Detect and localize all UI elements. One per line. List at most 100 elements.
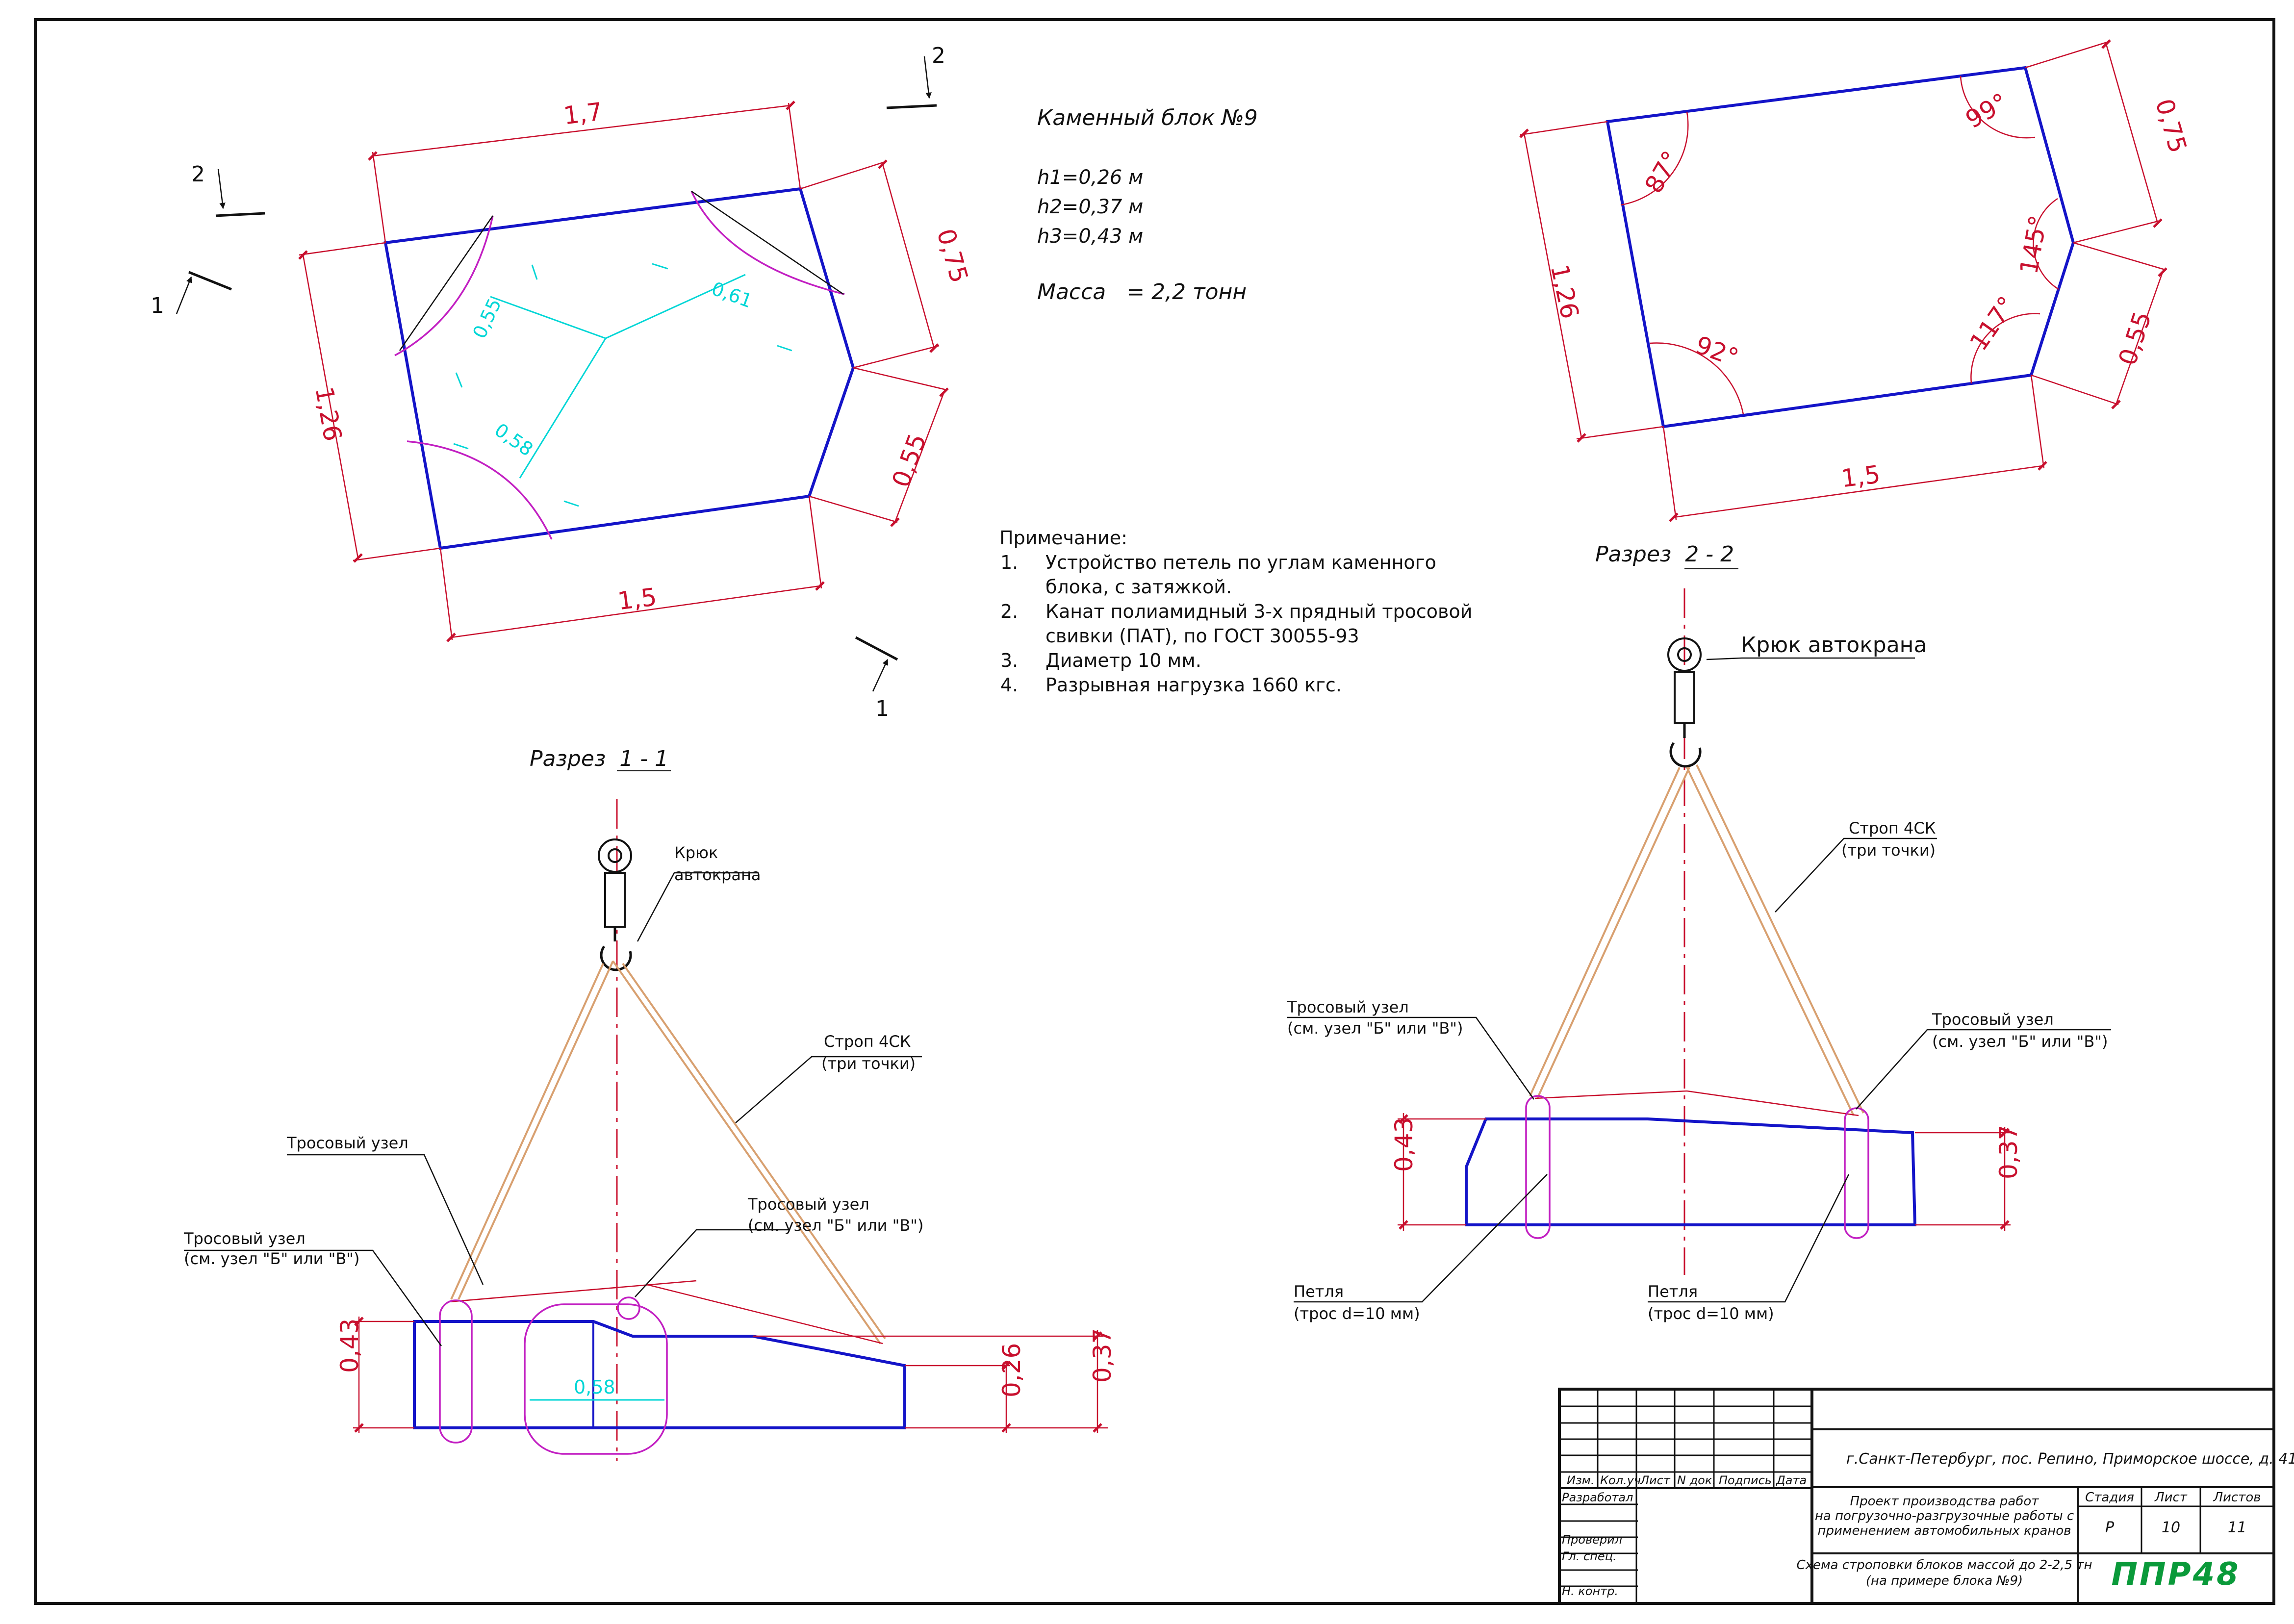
section22-sling-l2: (три точки): [1841, 841, 1936, 860]
section11-knot-left-l1: Тросовый узел: [183, 1229, 306, 1248]
section22-loop-left-l2: (трос d=10 мм): [1294, 1304, 1420, 1323]
note-1-num: 1.: [1000, 552, 1018, 573]
stamp-sheet-h: Лист: [2154, 1490, 2188, 1505]
section11-hook-ring: [598, 838, 632, 873]
plan-dim-right-lower: 0,55: [887, 430, 932, 491]
section11-sling-l1: Строп 4СК: [824, 1032, 911, 1051]
notes: Примечание: 1. Устройство петель по угла…: [999, 527, 1472, 696]
stamp-project-l3: применением автомобильных кранов: [1817, 1523, 2071, 1538]
section11-hook-l1: Крюк: [674, 843, 718, 862]
plan-block-outline: [383, 187, 855, 550]
section11-knot-top: Тросовый узел: [286, 1134, 408, 1152]
h3-label: h3=0,43 м: [1037, 225, 1143, 248]
plan-angles-view: 87° 99° 145° 92° 117° 1,26 1,5 0,75 0,55: [1519, 39, 2192, 522]
title-block-text: Изм. Кол.уч Лист N док. Подпись Дата Раз…: [1562, 1450, 2294, 1598]
plan-dim-top: 1,7: [562, 97, 604, 130]
section11-hook-body: [604, 872, 626, 928]
section11-knot-mid-l2: (см. узел "Б" или "В"): [748, 1216, 923, 1235]
stamp-role-2: Гл. спец.: [1562, 1549, 1617, 1563]
section11-knot-left-l2: (см. узел "Б" или "В"): [184, 1249, 359, 1268]
cut-label-1-left: 1: [151, 293, 164, 318]
stamp-role-0: Разработал: [1562, 1491, 1633, 1504]
plan-angles-outline: [1606, 66, 2075, 429]
note-2-num: 2.: [1000, 601, 1018, 622]
pa-dim-right-upper: 0,75: [2150, 96, 2192, 156]
notes-heading: Примечание:: [999, 527, 1127, 549]
block-title: Каменный блок №9: [1037, 105, 1258, 130]
stamp-logo: ППР48: [2111, 1556, 2240, 1593]
stamp-sheet-title-l1: Схема строповки блоков массой до 2-2,5 т…: [1796, 1558, 2092, 1573]
section22-loop-right-l1: Петля: [1648, 1282, 1698, 1301]
plan-dim-left: 1,26: [309, 384, 347, 443]
pa-dim-right-lower: 0,55: [2113, 308, 2157, 369]
block-info: Каменный блок №9 h1=0,26 м h2=0,37 м h3=…: [1037, 105, 1258, 304]
section22-loop-right-l2: (трос d=10 мм): [1648, 1304, 1774, 1323]
note-4-num: 4.: [1000, 674, 1018, 696]
section22-title: Разрез 2 - 2: [1595, 542, 1734, 567]
section22-hook: [1669, 723, 1702, 768]
section11-dim-h1: 0,26: [997, 1343, 1026, 1397]
note-4-l1: Разрывная нагрузка 1660 кгс.: [1045, 674, 1342, 696]
angle-145: 145°: [2014, 213, 2053, 277]
section22-hook-body: [1674, 671, 1695, 724]
section11-dim-h2: 0,37: [1088, 1328, 1117, 1383]
section11-sling-l2: (три точки): [821, 1054, 916, 1073]
section22-loop-left-l1: Петля: [1294, 1282, 1344, 1301]
section11-hook-l2: автокрана: [674, 865, 761, 884]
title-block: [1558, 1388, 2275, 1605]
plan-dim-right-upper: 0,75: [931, 226, 973, 286]
section22-knot-right-l1: Тросовый узел: [1932, 1010, 2054, 1029]
plan-cyan-c: 0,58: [490, 419, 537, 460]
section22-hook-label: Крюк автокрана: [1741, 633, 1927, 658]
section-2-2: Разрез 2 - 2 0,43 0,37: [1287, 542, 2111, 1323]
note-1-l2: блока, с затяжкой.: [1045, 576, 1232, 598]
pa-dim-bottom: 1,5: [1839, 460, 1882, 493]
section22-knot-left-l2: (см. узел "Б" или "В"): [1287, 1019, 1463, 1038]
stamp-sheet-title-l2: (на примере блока №9): [1866, 1573, 2023, 1588]
angle-99: 99°: [1961, 88, 2013, 134]
stamp-col-0: Изм.: [1567, 1473, 1594, 1487]
section11-knot-mid-l1: Тросовый узел: [747, 1195, 869, 1214]
stamp-project-l2: на погрузочно-разгрузочные работы с: [1815, 1509, 2074, 1523]
cut-label-2-left: 2: [191, 162, 205, 187]
stamp-col-2: Лист: [1640, 1473, 1671, 1487]
cut-label-1-right: 1: [875, 696, 889, 721]
angle-87: 87°: [1639, 146, 1686, 198]
mass-label: Масса = 2,2 тонн: [1037, 279, 1247, 304]
stamp-sheet-v: 10: [2162, 1519, 2180, 1536]
stamp-role-1: Проверил: [1562, 1533, 1622, 1547]
section11-title: Разрез 1 - 1: [530, 746, 668, 771]
section22-knot-left-l1: Тросовый узел: [1287, 998, 1409, 1016]
section22-knot-right-l2: (см. узел "Б" или "В"): [1932, 1032, 2108, 1051]
stamp-sheets-h: Листов: [2213, 1490, 2261, 1505]
pa-dim-left: 1,26: [1545, 262, 1584, 321]
stamp-col-1: Кол.уч: [1600, 1473, 1641, 1487]
stamp-role-3: Н. контр.: [1562, 1584, 1618, 1598]
note-3-num: 3.: [1000, 650, 1018, 671]
section11-dim-h3: 0,43: [335, 1319, 364, 1373]
section-1-1: Разрез 1 - 1 0,58: [183, 746, 1117, 1461]
plan-cyan-a: 0,55: [468, 295, 506, 342]
stamp-sheets-v: 11: [2228, 1519, 2246, 1536]
section11-cyan: 0,58: [574, 1376, 615, 1398]
stamp-project-l1: Проект производства работ: [1850, 1494, 2039, 1509]
cut-label-2-right: 2: [932, 43, 945, 68]
angle-117: 117°: [1964, 291, 2022, 356]
section11-hook: [600, 927, 632, 971]
stamp-address: г.Санкт-Петербург, пос. Репино, Приморск…: [1846, 1450, 2294, 1468]
section22-block: [1465, 1117, 1917, 1226]
note-3-l1: Диаметр 10 мм.: [1045, 650, 1201, 671]
stamp-stage-v: Р: [2105, 1519, 2115, 1536]
stamp-col-5: Дата: [1776, 1473, 1807, 1487]
plan-dim-bottom: 1,5: [616, 583, 658, 615]
stamp-col-4: Подпись: [1719, 1473, 1772, 1487]
note-2-l1: Канат полиамидный 3-х прядный тросовой: [1045, 601, 1472, 622]
section22-sling-l1: Строп 4СК: [1849, 819, 1936, 837]
h2-label: h2=0,37 м: [1037, 196, 1143, 218]
section22-dim-left: 0,43: [1390, 1117, 1418, 1172]
plan-cyan-b: 0,61: [709, 278, 755, 312]
stamp-col-3: N док.: [1677, 1473, 1716, 1487]
h1-label: h1=0,26 м: [1037, 166, 1143, 189]
note-1-l1: Устройство петель по углам каменного: [1045, 552, 1436, 573]
